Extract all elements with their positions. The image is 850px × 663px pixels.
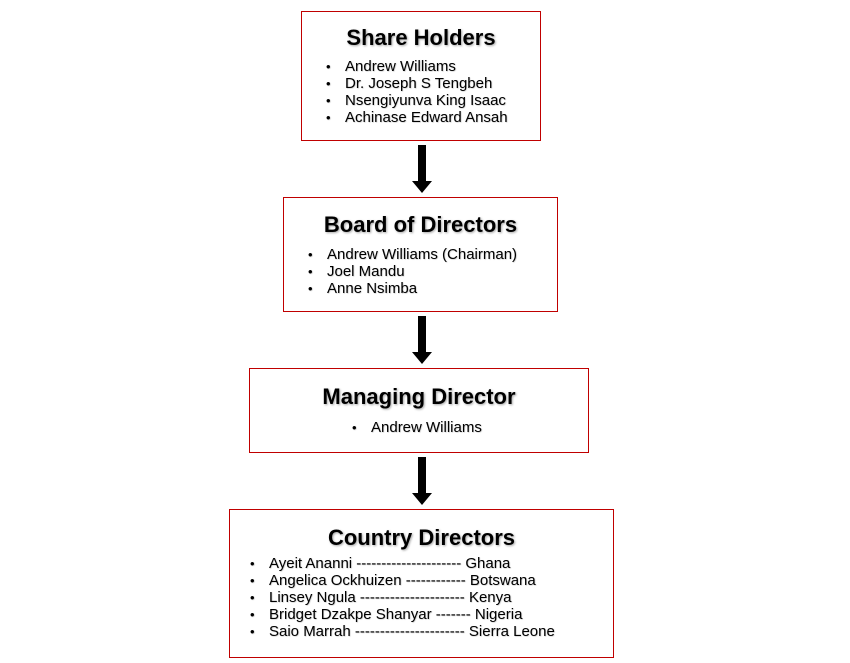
- list-item: Linsey Ngula --------------------- Kenya: [250, 589, 555, 606]
- down-arrow-icon: [412, 457, 432, 505]
- shareholders-list: Andrew Williams Dr. Joseph S Tengbeh Nse…: [326, 58, 508, 126]
- managing-director-title: Managing Director: [322, 384, 516, 409]
- list-item: Joel Mandu: [308, 263, 517, 280]
- down-arrow-icon: [412, 316, 432, 364]
- list-item: Andrew Williams (Chairman): [308, 246, 517, 263]
- list-item: Anne Nsimba: [308, 280, 517, 297]
- list-item: Andrew Williams: [352, 419, 482, 436]
- list-item: Ayeit Ananni --------------------- Ghana: [250, 555, 555, 572]
- list-item: Saio Marrah ---------------------- Sierr…: [250, 623, 555, 640]
- managing-director-box: Managing Director Andrew Williams: [249, 368, 589, 453]
- down-arrow-icon: [412, 145, 432, 193]
- country-directors-box: Country Directors Ayeit Ananni ---------…: [229, 509, 614, 658]
- board-list: Andrew Williams (Chairman) Joel Mandu An…: [308, 246, 517, 297]
- country-directors-title: Country Directors: [327, 525, 516, 550]
- list-item: Nsengiyunva King Isaac: [326, 92, 508, 109]
- shareholders-title: Share Holders: [346, 25, 496, 50]
- country-directors-list: Ayeit Ananni --------------------- Ghana…: [250, 555, 555, 640]
- list-item: Achinase Edward Ansah: [326, 109, 508, 126]
- list-item: Dr. Joseph S Tengbeh: [326, 75, 508, 92]
- board-box: Board of Directors Andrew Williams (Chai…: [283, 197, 558, 312]
- shareholders-box: Share Holders Andrew Williams Dr. Joseph…: [301, 11, 541, 141]
- list-item: Angelica Ockhuizen ------------ Botswana: [250, 572, 555, 589]
- list-item: Bridget Dzakpe Shanyar ------- Nigeria: [250, 606, 555, 623]
- board-title: Board of Directors: [323, 212, 518, 237]
- list-item: Andrew Williams: [326, 58, 508, 75]
- managing-director-list: Andrew Williams: [352, 419, 482, 436]
